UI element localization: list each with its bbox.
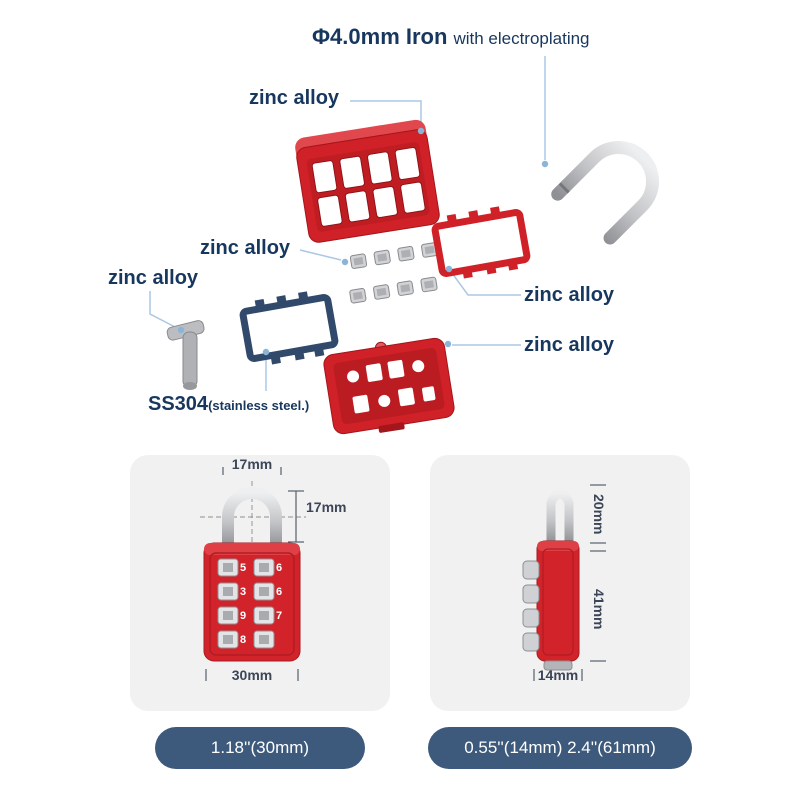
latch-material-main-text: SS304 <box>148 393 209 415</box>
inner-frame-red-part <box>431 206 531 279</box>
front-view-panel: 17mm 17mm 30mm 5 6 3 6 9 7 8 <box>130 455 390 711</box>
front-body-width-dim: 30mm <box>231 667 273 683</box>
shackle-part <box>551 141 659 245</box>
backplate-material-label: zinc alloy <box>524 334 615 356</box>
side-shackle-height-dim: 20mm <box>591 493 607 535</box>
front-shackle-height-dim: 17mm <box>306 499 347 515</box>
side-body-height-dim: 41mm <box>591 588 607 630</box>
buttons-material-label: zinc alloy <box>200 237 291 259</box>
button-digit: 9 <box>240 610 247 622</box>
button-digit: 3 <box>240 586 247 598</box>
front-cover-part <box>295 119 440 243</box>
side-body-depth-dim: 14mm <box>537 667 579 683</box>
front-size-caption: 1.18''(30mm) <box>210 738 310 757</box>
shackle-material-label: Φ4.0mm Iron with electroplating <box>312 24 590 50</box>
front-size-pill: 1.18''(30mm) <box>155 727 365 769</box>
front-shackle-width-dim: 17mm <box>231 456 273 472</box>
button-digit: 7 <box>276 610 283 622</box>
lever-material-label: zinc alloy <box>108 267 199 289</box>
inner-frame-navy-part <box>239 291 339 365</box>
frame-material-label: zinc alloy <box>524 284 615 306</box>
latch-material-label: SS304(stainless steel.) <box>148 393 309 416</box>
cover-material-label: zinc alloy <box>249 87 340 109</box>
button-digit: 6 <box>276 562 283 574</box>
leader-dots <box>177 127 549 356</box>
button-digit: 8 <box>240 634 247 646</box>
side-view-drawing <box>522 484 606 681</box>
shackle-material-main-text: Φ4.0mm Iron <box>312 24 448 49</box>
button-digit: 6 <box>276 586 283 598</box>
shackle-material-sub-text: with electroplating <box>453 29 590 48</box>
front-view-drawing <box>200 467 306 681</box>
back-plate-part <box>323 337 455 435</box>
side-view-panel: 20mm 41mm 14mm <box>430 455 690 711</box>
leader-lines <box>149 56 546 391</box>
latch-part <box>166 320 205 390</box>
button-digit: 5 <box>240 562 247 574</box>
push-buttons-part <box>349 242 439 304</box>
latch-material-sub-text: (stainless steel.) <box>208 398 310 413</box>
side-size-caption: 0.55''(14mm) 2.4''(61mm) <box>464 738 656 757</box>
exploded-view-drawing <box>149 56 659 435</box>
side-size-pill: 0.55''(14mm) 2.4''(61mm) <box>428 727 692 769</box>
